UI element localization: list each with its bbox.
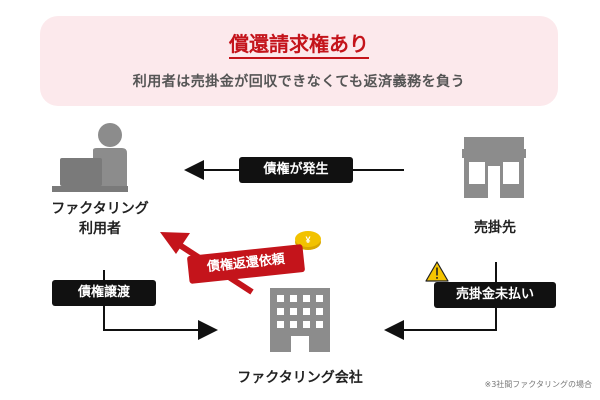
- office-building-icon: [270, 288, 330, 352]
- svg-text:¥: ¥: [305, 235, 310, 245]
- user-at-laptop-icon: [52, 123, 128, 192]
- banner-title: 償還請求権あり: [40, 28, 558, 59]
- storefront-icon: [462, 137, 526, 198]
- unpaid-tag: 売掛金未払い: [434, 282, 556, 308]
- buyer-label: 売掛先: [474, 220, 516, 236]
- company-label: ファクタリング会社: [237, 370, 363, 386]
- user-label: ファクタリング 利用者: [51, 201, 149, 237]
- warning-icon: [425, 261, 449, 282]
- claim-arise-tag: 債権が発生: [239, 157, 353, 183]
- claim-transfer-tag: 債権譲渡: [52, 280, 156, 306]
- footnote: ※3社間ファクタリングの場合: [484, 380, 592, 389]
- summary-banner: 償還請求権あり 利用者は売掛金が回収できなくても返済義務を負う: [40, 16, 558, 106]
- banner-subtitle: 利用者は売掛金が回収できなくても返済義務を負う: [132, 74, 466, 90]
